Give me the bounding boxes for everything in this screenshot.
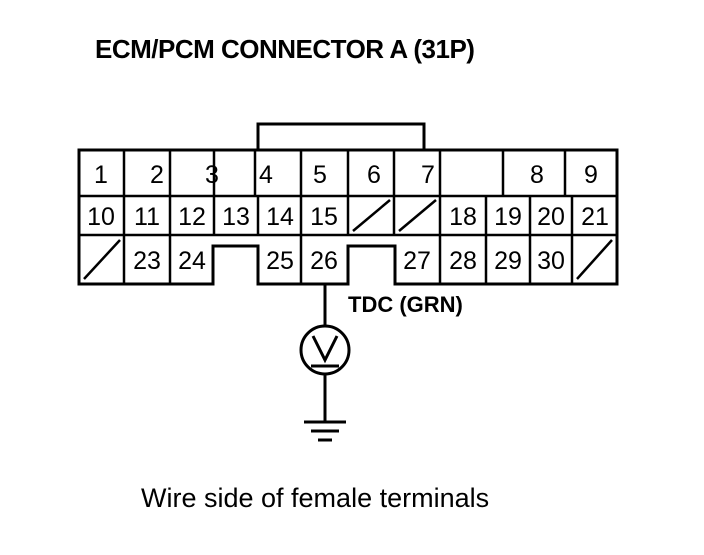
- pin-label: 4: [259, 161, 273, 189]
- connector-lock-tab: [256, 122, 426, 150]
- connector-outline: [77, 122, 619, 286]
- pin-label: 26: [310, 247, 338, 275]
- pin-label: 15: [310, 203, 338, 231]
- pin-label: 2: [150, 161, 164, 189]
- pin-label: 3: [205, 161, 219, 189]
- connector-body: [77, 148, 619, 286]
- pin-label: 9: [584, 161, 598, 189]
- pin-label: 10: [87, 203, 115, 231]
- diagram-title: ECM/PCM CONNECTOR A (31P): [95, 34, 475, 64]
- pin-label: 29: [494, 247, 522, 275]
- pin-label: 27: [403, 247, 431, 275]
- pin-label: 6: [367, 161, 381, 189]
- pin-labels: 1 2 3 4 5 6 7 8 9 10 11 12 13 14 15 18 1…: [87, 161, 609, 275]
- unused-cavity-slash: [576, 239, 613, 280]
- unused-cavity-slash: [352, 199, 391, 232]
- probe-label: TDC (GRN): [348, 292, 463, 317]
- pin-label: 24: [178, 247, 206, 275]
- pin-label: 14: [266, 203, 294, 231]
- diagram-caption: Wire side of female terminals: [141, 483, 490, 513]
- cell-dividers: [79, 150, 617, 284]
- pin-label: 23: [133, 247, 161, 275]
- pin-label: 12: [178, 203, 206, 231]
- pin-label: 8: [530, 161, 544, 189]
- pin-label: 28: [449, 247, 477, 275]
- unused-cavity-slash: [83, 239, 121, 280]
- pin-label: 19: [494, 203, 522, 231]
- pin-label: 1: [94, 161, 108, 189]
- pin-label: 18: [449, 203, 477, 231]
- pin-label: 7: [421, 161, 435, 189]
- pin-label: 25: [266, 247, 294, 275]
- unused-cavity-slash: [398, 199, 437, 232]
- pin-label: 20: [537, 203, 565, 231]
- pin-label: 21: [581, 203, 609, 231]
- ground-icon: [304, 420, 346, 442]
- pin-label: 13: [222, 203, 250, 231]
- voltmeter-icon: [299, 324, 351, 376]
- pin-label: 5: [313, 161, 327, 189]
- pin-label: 30: [537, 247, 565, 275]
- pin-label: 11: [134, 203, 160, 231]
- unused-cavity-slashes: [83, 199, 613, 280]
